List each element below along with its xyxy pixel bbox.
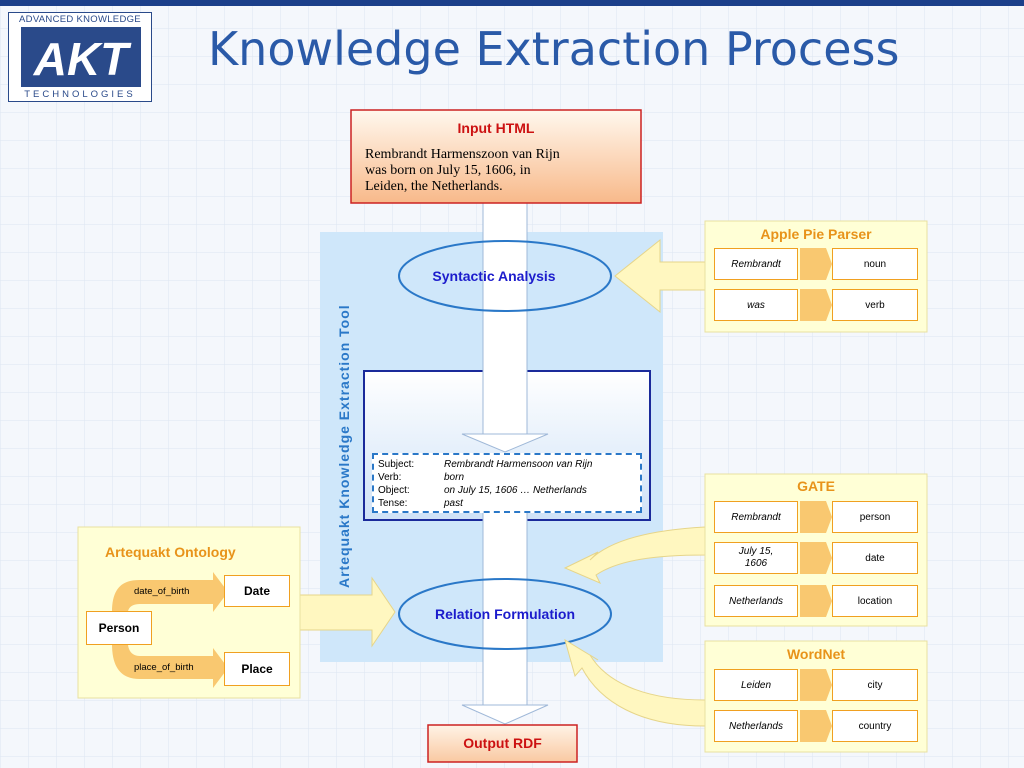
wordnet-row-arrow-1 xyxy=(800,669,832,701)
parser-title: Apple Pie Parser xyxy=(760,226,872,242)
date-of-birth-label: date_of_birth xyxy=(134,586,190,597)
flow-arrowhead-lower xyxy=(461,704,549,725)
triple-box: Subject: Rembrandt Harmensoon van Rijn V… xyxy=(372,453,642,513)
parser-row-arrow-1 xyxy=(800,248,832,280)
place-of-birth-arrow xyxy=(112,644,228,688)
input-html-text: Rembrandt Harmenszoon van Rijn was born … xyxy=(365,147,595,195)
date-of-birth-arrow xyxy=(112,572,228,612)
wordnet-title: WordNet xyxy=(786,646,846,662)
wordnet-row-2-sense: country xyxy=(832,710,918,742)
relation-formulation-label: Relation Formulation xyxy=(435,606,575,622)
logo-line2: TECHNOLOGIES xyxy=(24,89,136,100)
triple-value-subject: Rembrandt Harmensoon van Rijn xyxy=(444,459,593,470)
page-title: Knowledge Extraction Process xyxy=(208,22,900,76)
wordnet-row-1-sense: city xyxy=(832,669,918,701)
syntactic-analysis-label: Syntactic Analysis xyxy=(432,268,556,284)
tool-label: Artequakt Knowledge Extraction Tool xyxy=(336,304,352,588)
triple-key-object: Object: xyxy=(378,485,410,496)
wordnet-row-arrow-2 xyxy=(800,710,832,742)
gate-row-2-type: date xyxy=(832,542,918,574)
triple-value-object: on July 15, 1606 … Netherlands xyxy=(444,485,587,496)
gate-row-arrow-1 xyxy=(800,501,832,533)
parser-row-2-tag: verb xyxy=(832,289,918,321)
wordnet-row-1-word: Leiden xyxy=(714,669,798,701)
logo-mark-text: AKT xyxy=(33,33,132,85)
ontology-arrow xyxy=(299,576,396,648)
wordnet-row-2-word: Netherlands xyxy=(714,710,798,742)
gate-row-1-entity: Rembrandt xyxy=(714,501,798,533)
relation-formulation-ellipse xyxy=(398,578,612,650)
syntactic-analysis-ellipse xyxy=(398,240,612,312)
akt-logo-mark: AKT xyxy=(21,27,141,87)
input-html-box xyxy=(350,109,642,204)
flow-arrowhead-upper xyxy=(461,433,549,453)
ontology-title: Artequakt Ontology xyxy=(105,544,236,560)
triple-key-subject: Subject: xyxy=(378,459,415,470)
parser-row-2-word: was xyxy=(714,289,798,321)
gate-row-3-type: location xyxy=(832,585,918,617)
gate-row-arrow-2 xyxy=(800,542,832,574)
triple-key-verb: Verb: xyxy=(378,472,402,483)
logo-line1: ADVANCED KNOWLEDGE xyxy=(19,14,141,25)
parser-arrow xyxy=(614,238,706,314)
gate-row-arrow-3 xyxy=(800,585,832,617)
place-of-birth-label: place_of_birth xyxy=(134,662,194,673)
gate-title: GATE xyxy=(797,478,835,494)
triple-key-tense: Tense: xyxy=(378,498,408,509)
triple-value-tense: past xyxy=(444,498,463,509)
ontology-date-node: Date xyxy=(224,575,290,607)
parser-row-1-word: Rembrandt xyxy=(714,248,798,280)
input-line-3: Leiden, the Netherlands. xyxy=(365,179,503,194)
output-rdf-label: Output RDF xyxy=(463,735,542,751)
top-accent-bar xyxy=(0,0,1024,6)
input-html-title: Input HTML xyxy=(457,120,535,136)
parser-row-arrow-2 xyxy=(800,289,832,321)
gate-row-3-entity: Netherlands xyxy=(714,585,798,617)
wordnet-arrow xyxy=(564,638,706,727)
ontology-place-node: Place xyxy=(224,652,290,686)
gate-arrow xyxy=(563,526,706,584)
gate-row-2-entity: July 15, 1606 xyxy=(714,542,798,574)
akt-logo: ADVANCED KNOWLEDGE AKT TECHNOLOGIES xyxy=(8,12,152,102)
parser-row-1-tag: noun xyxy=(832,248,918,280)
ontology-person-node: Person xyxy=(86,611,152,645)
output-rdf-box xyxy=(427,724,578,763)
triple-value-verb: born xyxy=(444,472,465,483)
gate-row-1-type: person xyxy=(832,501,918,533)
flow-shaft-upper xyxy=(482,199,528,441)
input-line-2: was born on July 15, 1606, in xyxy=(365,163,531,178)
input-line-1: Rembrandt Harmenszoon van Rijn xyxy=(365,147,560,162)
